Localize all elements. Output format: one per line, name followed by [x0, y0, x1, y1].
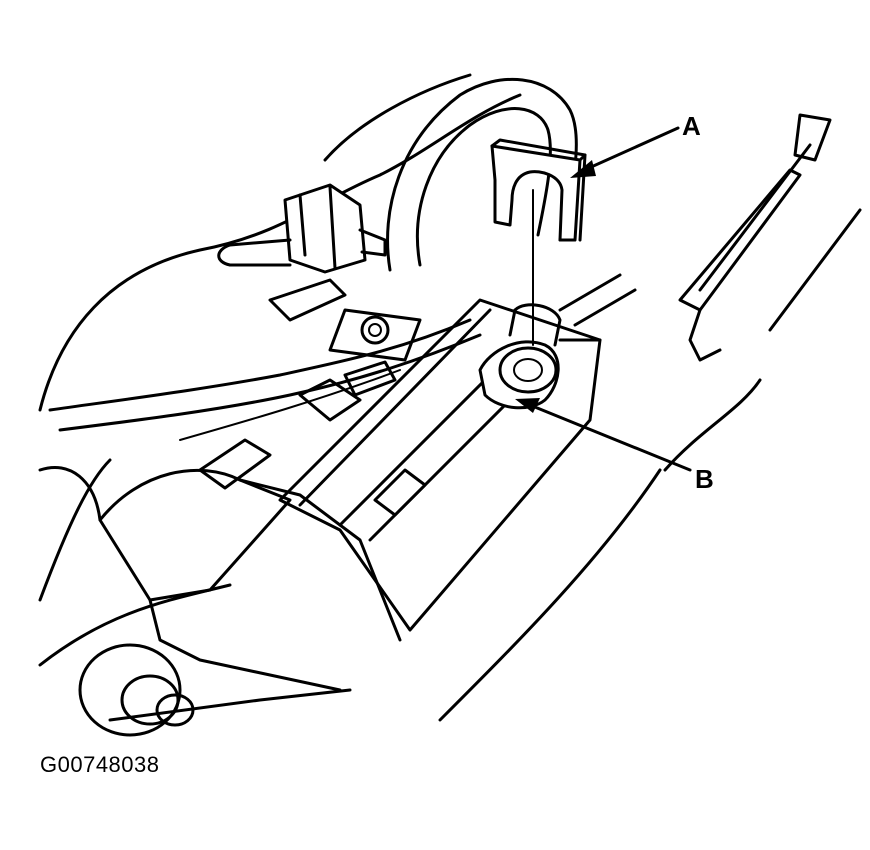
lower-roller	[78, 643, 195, 737]
cable-guide	[278, 298, 602, 632]
callout-b: B	[515, 398, 714, 494]
mounting-bolt	[328, 308, 422, 362]
wire-harness	[48, 278, 482, 490]
lower-shroud	[38, 465, 402, 692]
callout-a: A	[570, 111, 701, 178]
side-bracket	[678, 113, 832, 362]
housing-outline	[38, 73, 862, 722]
callout-a-label: A	[682, 111, 701, 141]
callout-b-label: B	[695, 464, 714, 494]
figure-id: G00748038	[40, 752, 160, 777]
electrical-connector	[217, 183, 387, 274]
cable-grommet-b	[338, 273, 637, 542]
retaining-clip-a	[490, 138, 587, 242]
